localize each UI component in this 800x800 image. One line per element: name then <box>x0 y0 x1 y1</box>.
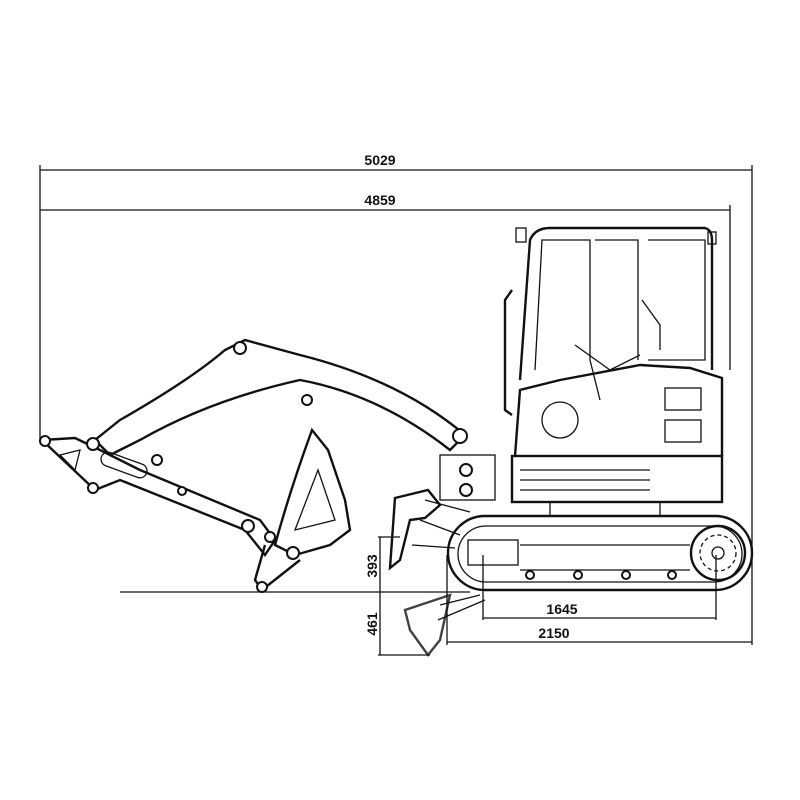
dimension-label-4859: 4859 <box>364 192 395 208</box>
dimension-track: 1645 2150 <box>446 555 752 645</box>
upper-structure <box>510 344 724 517</box>
dimension-label-2150: 2150 <box>538 625 569 641</box>
dimension-label-461: 461 <box>364 612 380 636</box>
cab <box>503 226 717 416</box>
dozer-blade <box>388 488 486 657</box>
dimension-label-5029: 5029 <box>364 152 395 168</box>
dimension-label-1645: 1645 <box>546 601 577 617</box>
arm <box>39 435 277 558</box>
bucket <box>253 427 352 593</box>
sprocket <box>689 524 747 582</box>
dimension-label-393: 393 <box>364 554 380 578</box>
dimension-overall-length: 5029 <box>39 152 753 645</box>
dimension-transport-length: 4859 <box>40 192 731 370</box>
crawler-track <box>446 514 754 592</box>
dimension-blade-height: 393 461 <box>364 536 430 656</box>
boom <box>93 338 496 501</box>
